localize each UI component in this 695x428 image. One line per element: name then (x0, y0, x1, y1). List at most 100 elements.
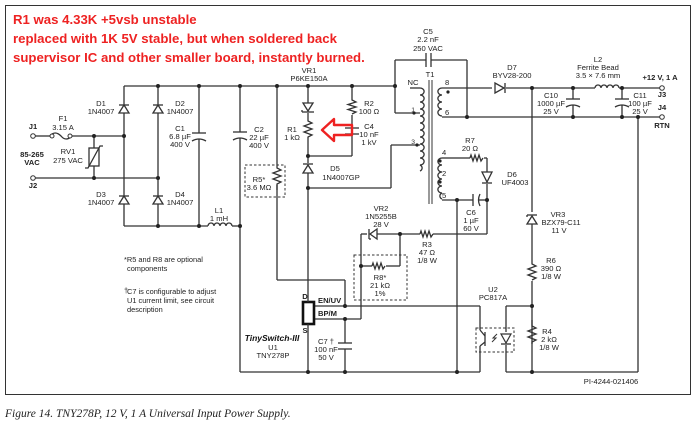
j3-terminal (659, 85, 665, 91)
d5-value: 1N4007GP (322, 173, 360, 182)
l1-value: 1 mH (210, 214, 228, 223)
c11-ref: C11 (633, 91, 646, 100)
wires-output (467, 87, 660, 373)
resistor-r5-symbol (271, 165, 283, 190)
u2-value: PC817A (479, 293, 508, 302)
c5-value: 2.2 nF (417, 35, 439, 44)
inductor-l1-symbol (207, 222, 233, 227)
transformer-t1-symbol (410, 80, 467, 204)
c7-rating: 50 V (318, 353, 335, 362)
r4-value: 2 kΩ (541, 335, 557, 344)
capacitor-c7-symbol (338, 342, 352, 350)
c5-ref: C5 (423, 27, 433, 36)
r8-rating: 1% (375, 289, 386, 298)
c4-value: 10 nF (359, 130, 379, 139)
j1-terminal (30, 133, 36, 139)
u1-brand: TinySwitch-III (245, 333, 300, 343)
resistor-r4-symbol (526, 325, 538, 344)
c6-ref: C6 (466, 208, 476, 217)
rv1-ref: RV1 (61, 147, 76, 156)
t1-pin-5: 5 (442, 191, 446, 200)
r8-optional-box (353, 254, 408, 301)
diode-d1-symbol (117, 103, 131, 114)
r7-value: 20 Ω (462, 144, 479, 153)
d6-ref: D6 (507, 170, 517, 179)
annotation-line-3: supervisor IC and other smaller board, i… (13, 50, 365, 65)
rtn-label: RTN (654, 121, 670, 130)
note-c7-line1: C7 is configurable to adjust (127, 287, 216, 296)
j3-label: J3 (658, 90, 666, 99)
note-c7-line2: U1 current limit, see circuit (127, 296, 214, 305)
annotation-line-2: replaced with 1K 5V stable, but when sol… (13, 31, 337, 46)
d3-ref: D3 (96, 190, 106, 199)
c7-value: 100 nF (314, 345, 338, 354)
d2-ref: D2 (175, 99, 185, 108)
l2-value: Ferrite Bead (577, 63, 619, 72)
diode-d6-symbol (480, 171, 494, 184)
varistor-rv1-symbol (85, 145, 103, 169)
j2-terminal (30, 175, 36, 181)
capacitor-c1-symbol (191, 132, 207, 142)
junction-dots (92, 84, 640, 374)
c11-value: 100 µF (628, 99, 652, 108)
j4-terminal (659, 114, 665, 120)
input-voltage-label-2: VAC (24, 158, 40, 167)
resistor-r6-symbol (526, 263, 538, 281)
vr1-ref: VR1 (302, 66, 317, 75)
resistor-r3-symbol (419, 228, 434, 240)
d7-value: BYV28-200 (493, 71, 532, 80)
r8-value: 21 kΩ (370, 281, 390, 290)
r7-ref: R7 (465, 136, 475, 145)
r5-ref: R5* (253, 175, 266, 184)
drawing-id: PI-4244-021406 (584, 377, 638, 386)
vr1-value: P6KE150A (290, 74, 328, 83)
f1-ref: F1 (59, 114, 68, 123)
annotation-line-1: R1 was 4.33K +5vsb unstable (13, 12, 197, 27)
note-optional-line1: *R5 and R8 are optional (124, 255, 203, 264)
j4-label: J4 (658, 103, 667, 112)
c1-value: 6.8 µF (169, 132, 191, 141)
input-voltage-label-1: 85-265 (20, 150, 44, 159)
note-optional-line2: components (127, 264, 168, 273)
d7-ref: D7 (507, 63, 517, 72)
c2-rating: 400 V (249, 141, 270, 150)
r6-ref: R6 (546, 256, 556, 265)
diode-d2-symbol (151, 103, 165, 114)
ferrite-bead-l2-symbol (594, 84, 620, 89)
annotation-text: R1 was 4.33K +5vsb unstable replaced wit… (13, 10, 365, 67)
diode-d4-symbol (151, 194, 165, 205)
r3-rating: 1/8 W (417, 256, 438, 265)
l2-ref: L2 (594, 55, 602, 64)
t1-pin-4: 4 (442, 148, 446, 157)
r6-value: 390 Ω (541, 264, 562, 273)
vr3-rating: 11 V (551, 226, 567, 235)
r5-value: 3.6 MΩ (247, 183, 272, 192)
c10-value: 1000 µF (537, 99, 565, 108)
d4-ref: D4 (175, 190, 185, 199)
c2-ref: C2 (254, 125, 264, 134)
r2-value: 100 Ω (359, 107, 380, 116)
t1-pin-8: 8 (445, 78, 449, 87)
r3-ref: R3 (422, 240, 432, 249)
t1-ref: T1 (426, 70, 435, 79)
t1-pin-6: 6 (445, 108, 449, 117)
fuse-f1-symbol (49, 132, 73, 140)
c4-rating: 1 kV (361, 138, 377, 147)
c1-rating: 400 V (170, 140, 191, 149)
c1-ref: C1 (175, 124, 185, 133)
ic-u1-tinyswitch (301, 300, 316, 326)
note-c7-line3: description (127, 305, 163, 314)
vr2-value: 1N5255B (365, 212, 397, 221)
vr3-value: BZX79-C11 (541, 218, 580, 227)
t1-nc-label: NC (408, 78, 419, 87)
r1-ref: R1 (287, 125, 297, 134)
c7-ref: C7 † (318, 337, 334, 346)
d4-value: 1N4007 (167, 198, 194, 207)
d3-value: 1N4007 (88, 198, 115, 207)
diode-d3-symbol (117, 194, 131, 205)
resistor-r2-symbol (345, 99, 359, 115)
vr2-ref: VR2 (374, 204, 389, 213)
r6-rating: 1/8 W (541, 272, 562, 281)
t1-pin-2: 2 (442, 169, 446, 178)
